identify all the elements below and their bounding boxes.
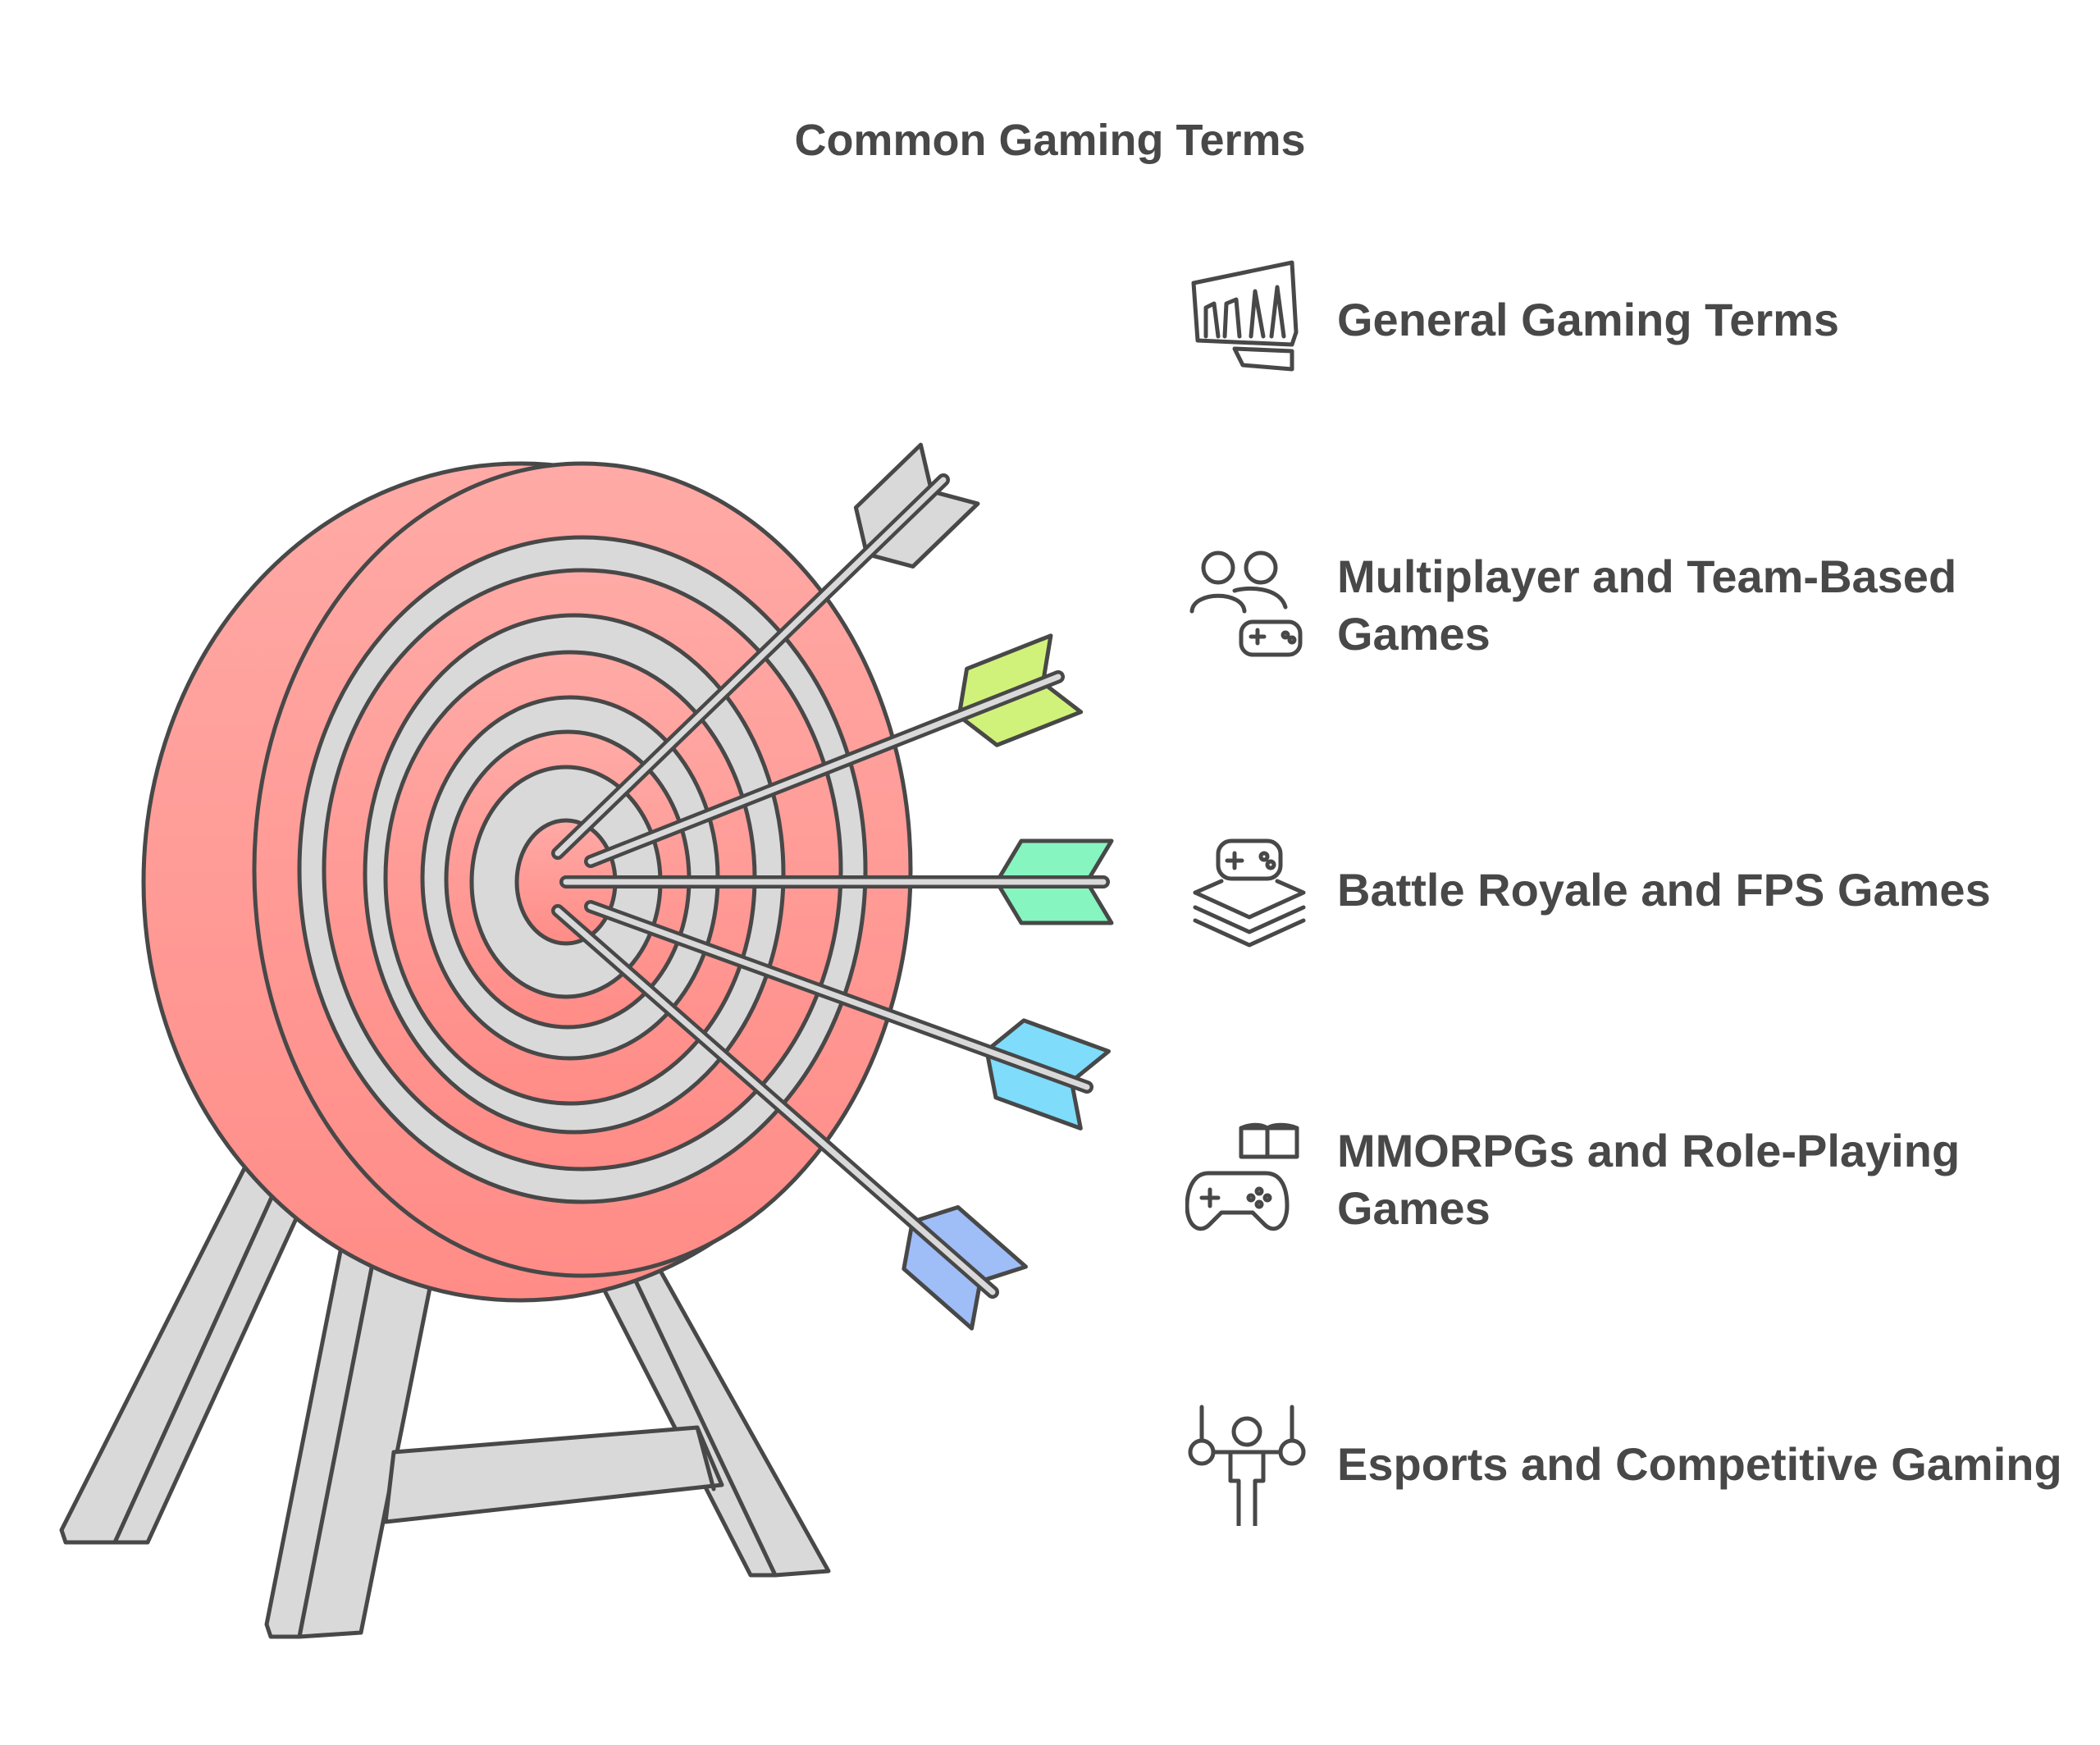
arrow-shaft	[555, 907, 996, 1295]
item-label: General Gaming Terms	[1337, 294, 1840, 345]
players-controller-icon	[1185, 541, 1308, 665]
item-battle-royale: Battle Royale and FPS Games	[1337, 861, 2075, 919]
layered-controller-icon	[1185, 829, 1308, 952]
item-multiplayer: Multiplayer and Team-Based Games	[1337, 548, 2075, 663]
book-controller-icon	[1185, 1116, 1308, 1239]
item-label: Multiplayer and Team-Based Games	[1337, 550, 1957, 660]
arrow-shaft	[555, 477, 947, 857]
arrow-5	[551, 904, 1028, 1331]
banner-icon	[1185, 254, 1308, 377]
item-mmorpg: MMORPGs and Role-Playing Games	[1337, 1122, 2075, 1237]
arrow-2	[584, 633, 1084, 868]
arrow-1	[551, 442, 980, 860]
arrow-3	[559, 838, 1114, 925]
target-rings	[252, 461, 913, 1278]
arrow-4	[584, 900, 1111, 1131]
arrow-shaft	[587, 674, 1061, 865]
item-label: Esports and Competitive Gaming	[1337, 1438, 2062, 1490]
item-general-gaming-terms: General Gaming Terms	[1337, 291, 2075, 349]
item-label: MMORPGs and Role-Playing Games	[1337, 1125, 1961, 1234]
item-esports: Esports and Competitive Gaming	[1337, 1436, 2075, 1493]
arrow-shaft	[587, 903, 1090, 1090]
item-label: Battle Royale and FPS Games	[1337, 864, 1991, 916]
arrows	[551, 442, 1114, 1331]
athlete-rings-icon	[1185, 1403, 1308, 1526]
target-stand	[59, 1163, 831, 1639]
page-title: Common Gaming Terms	[794, 116, 1306, 165]
